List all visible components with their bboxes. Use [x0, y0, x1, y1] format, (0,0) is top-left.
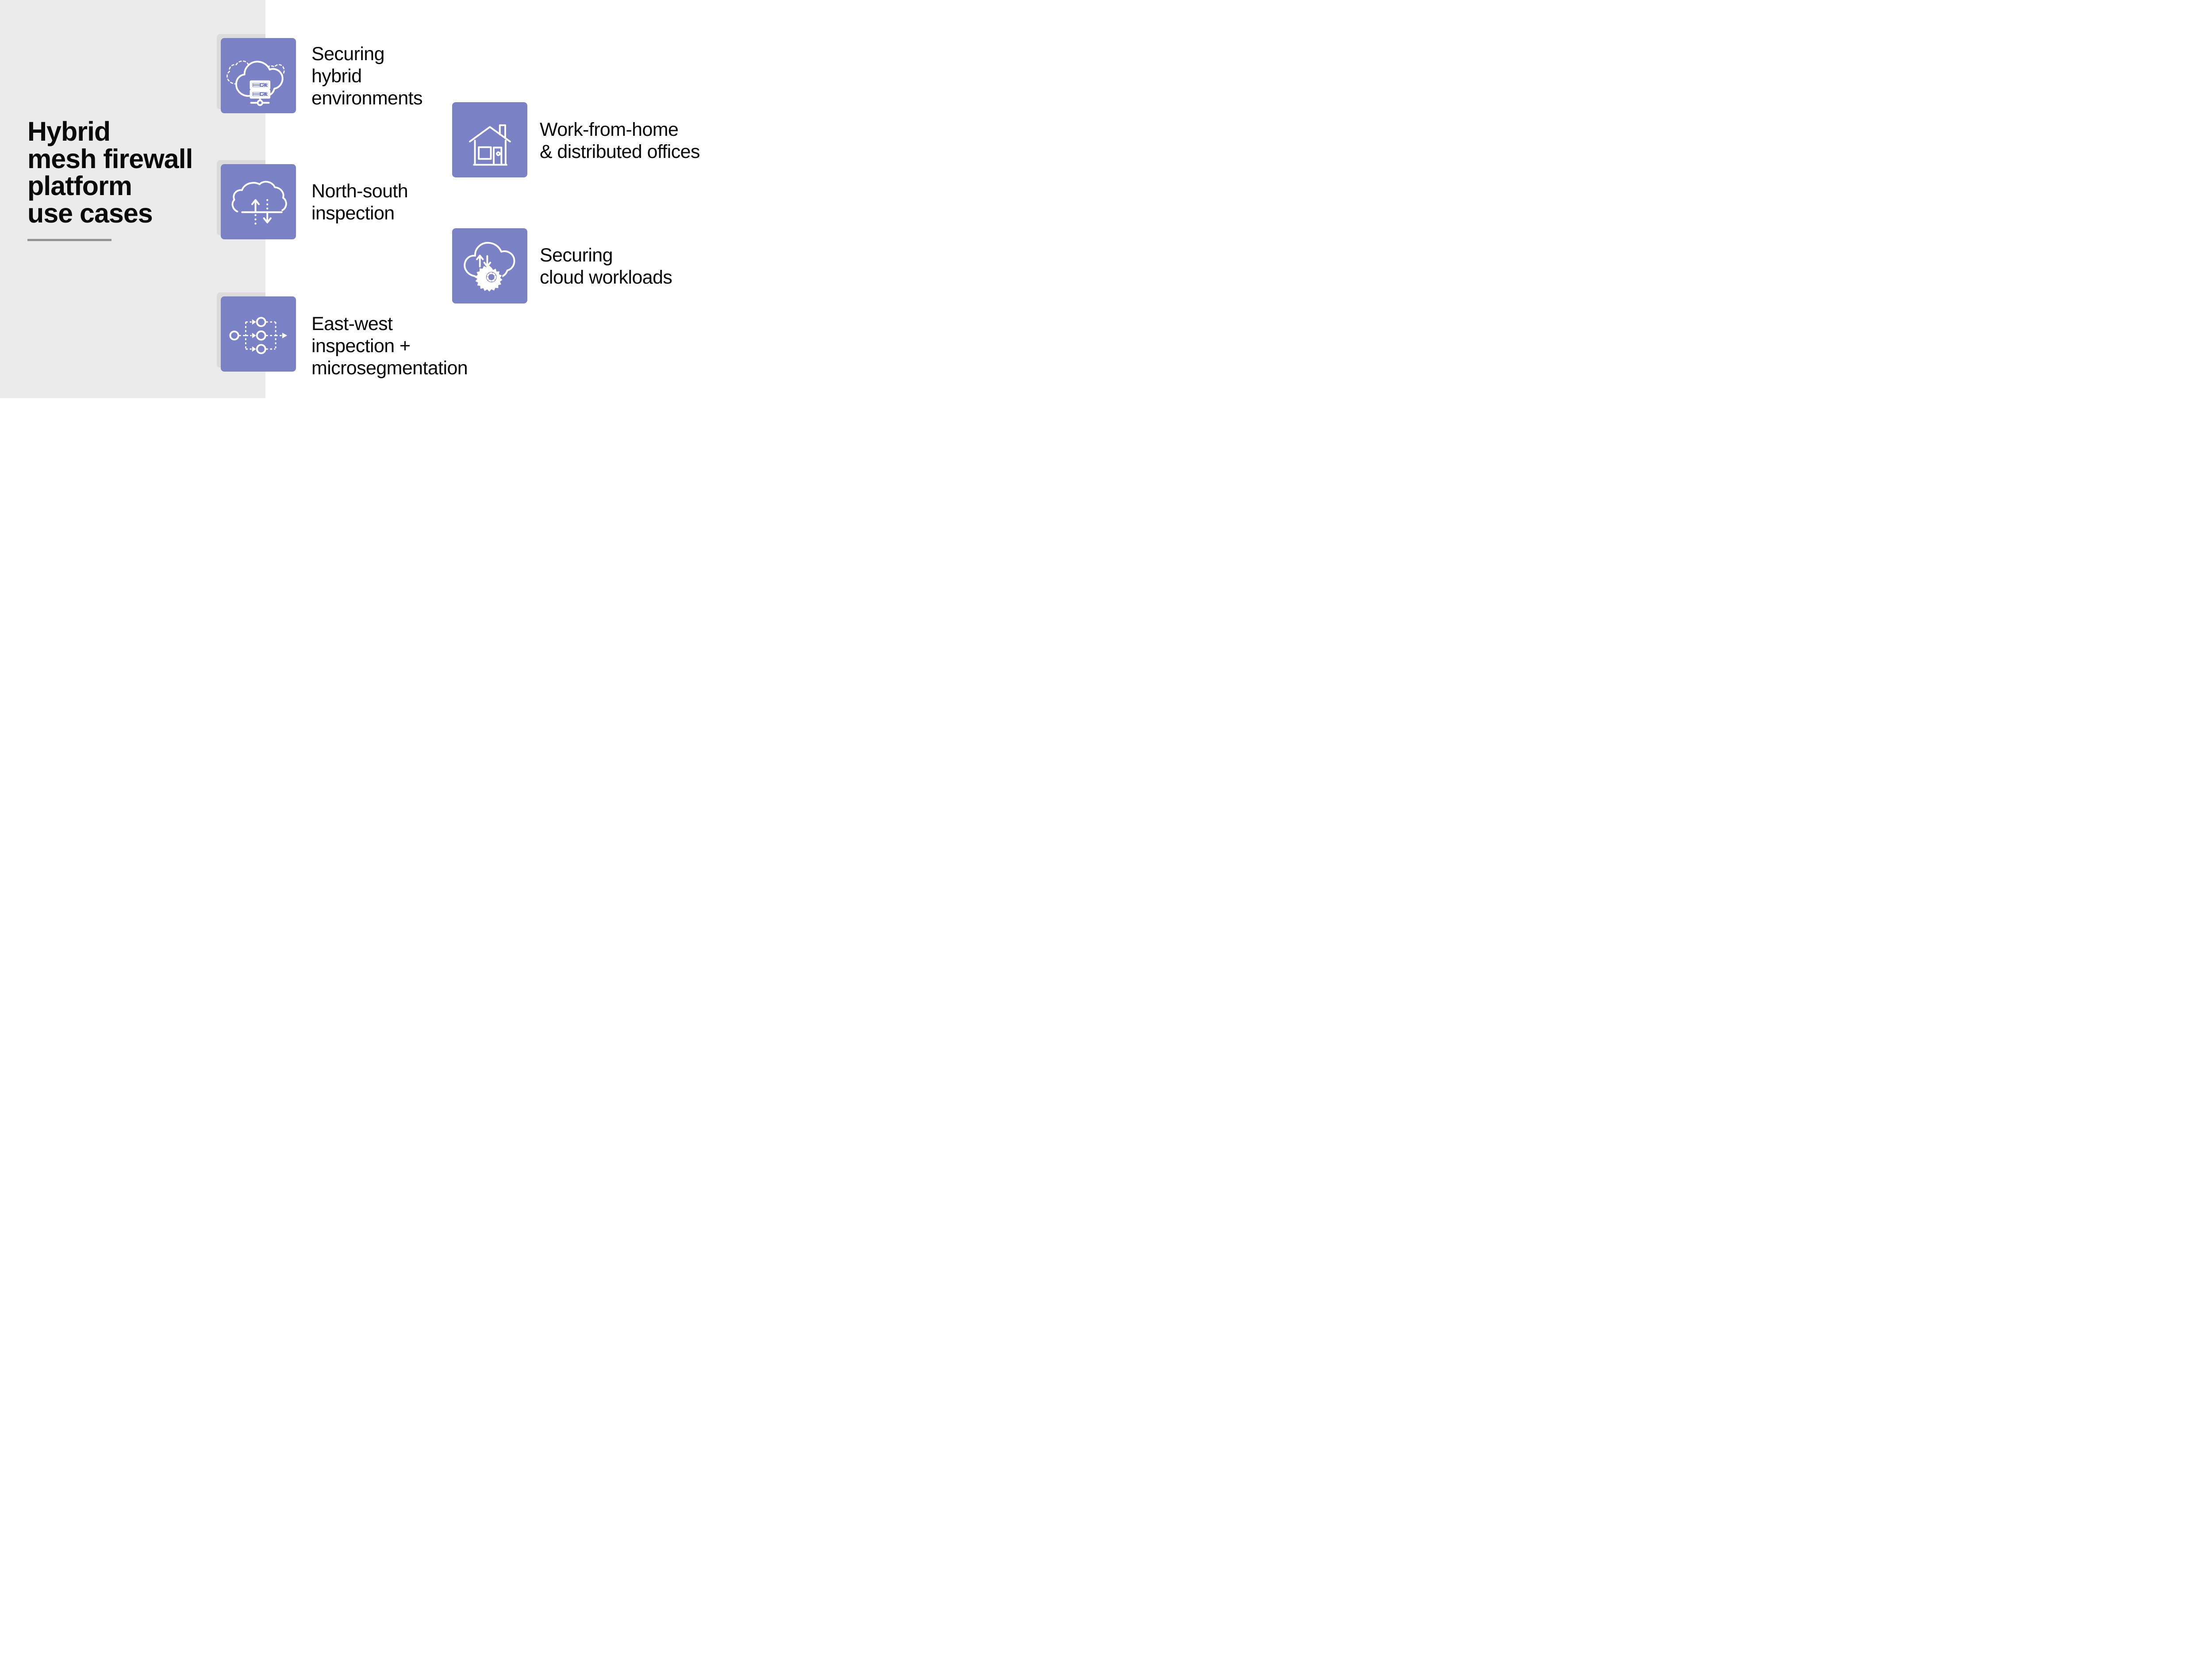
infographic-canvas: Hybrid mesh firewall platform use cases [0, 0, 708, 398]
label-line: inspection + [311, 335, 411, 357]
tile-work-from-home [452, 102, 527, 177]
label-line: Work-from-home [540, 119, 679, 140]
label-east-west-microsegmentation: East-west inspection + microsegmentation [311, 313, 468, 379]
cloud-workloads-gear-icon [464, 242, 515, 292]
page-title-line: mesh firewall [27, 143, 193, 174]
tile-east-west-microsegmentation [221, 296, 296, 372]
tile-securing-cloud-workloads [452, 228, 527, 303]
page-title: Hybrid mesh firewall platform use cases [27, 118, 193, 227]
label-north-south-inspection: North-south inspection [311, 180, 408, 224]
page-title-line: use cases [27, 198, 153, 228]
tile-north-south-inspection [221, 164, 296, 239]
label-line: environments [311, 88, 423, 109]
label-line: Securing [540, 245, 613, 266]
east-west-flow-icon [229, 317, 288, 354]
label-line: & distributed offices [540, 141, 700, 162]
label-line: Securing [311, 43, 385, 65]
hybrid-cloud-servers-icon [227, 60, 285, 106]
label-line: hybrid [311, 65, 362, 87]
label-line: North-south [311, 180, 408, 202]
label-line: microsegmentation [311, 357, 468, 379]
label-securing-hybrid-environments: Securing hybrid environments [311, 43, 423, 109]
page-title-line: platform [27, 171, 132, 201]
label-work-from-home: Work-from-home & distributed offices [540, 119, 700, 163]
label-line: cloud workloads [540, 267, 672, 288]
page-title-line: Hybrid [27, 116, 111, 146]
title-underline-rule [27, 239, 111, 241]
label-line: East-west [311, 313, 393, 334]
tile-securing-hybrid-environments [221, 38, 296, 113]
north-south-inspection-cloud-icon [231, 180, 287, 225]
home-office-house-icon [469, 124, 511, 166]
label-securing-cloud-workloads: Securing cloud workloads [540, 244, 672, 288]
label-line: inspection [311, 203, 395, 224]
